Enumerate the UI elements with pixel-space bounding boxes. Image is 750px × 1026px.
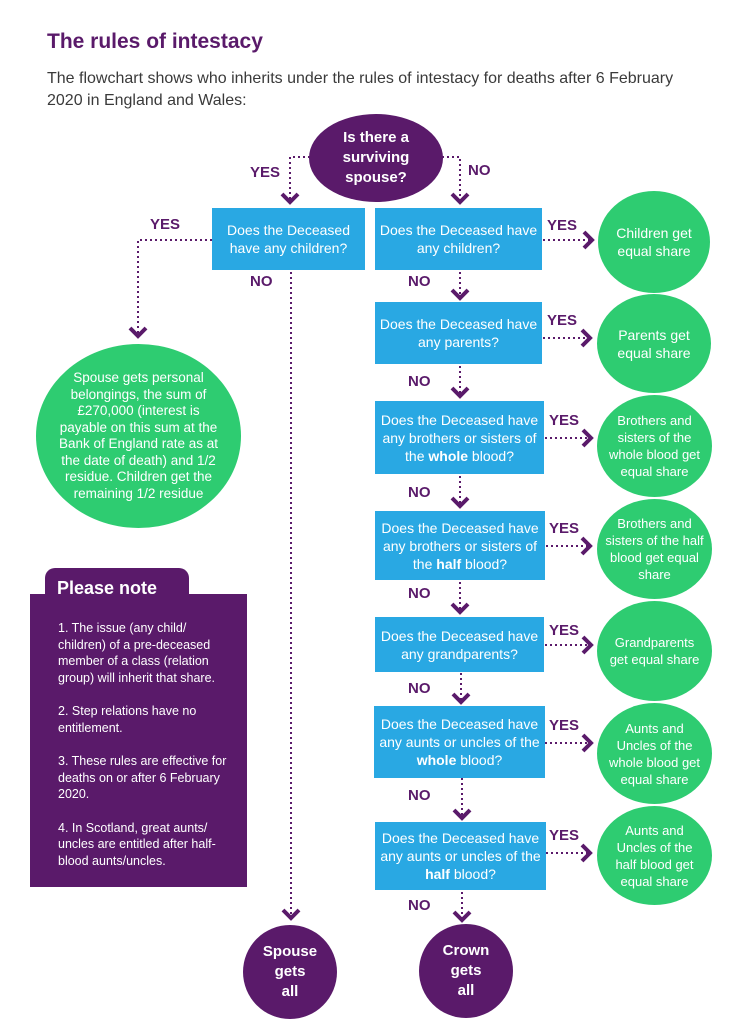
question-aunts-uncles-half: Does the Deceased have any aunts or uncl… [375,822,546,890]
label-yes-3: YES [549,520,580,537]
outcome-children: Children get equal share [598,191,710,293]
outcome-parents: Parents get equal share [597,294,711,393]
label-no-1: NO [408,373,431,390]
label-yes-0: YES [547,217,578,234]
label-yes-4: YES [549,622,580,639]
please-note-title: Please note [45,568,189,608]
intro-text: The flowchart shows who inherits under t… [47,70,674,109]
label-no-6: NO [408,897,431,914]
label-start-yes: YES [250,164,281,181]
label-yes-1: YES [547,312,578,329]
question-children: Does the Deceased have any children? [375,208,542,270]
please-note-panel: 1. The issue (any child/ children) of a … [30,594,247,887]
label-no-0: NO [408,273,431,290]
note-item: 1. The issue (any child/ children) of a … [58,621,216,685]
outcome-siblings-whole: Brothers and sisters of the whole blood … [597,395,712,497]
note-item: 2. Step relations have no entitlement. [58,704,197,735]
question-grandparents: Does the Deceased have any grandparents? [375,617,544,672]
label-no-5: NO [408,787,431,804]
connector-start-no [442,156,470,205]
label-spouse-no: NO [250,273,273,290]
label-no-4: NO [408,680,431,697]
outcome-aunts-uncles-half: Aunts and Uncles of the half blood get e… [597,806,712,905]
label-start-no: NO [468,162,491,179]
connector-start-yes [280,156,310,205]
outcome-grandparents: Grandparents get equal share [597,601,712,701]
question-siblings-half: Does the Deceased have any brothers or s… [375,511,545,580]
question-aunts-uncles-whole: Does the Deceased have any aunts or uncl… [374,706,545,778]
spouse-children-outcome: Spouse gets personal belongings, the sum… [36,344,241,528]
label-no-3: NO [408,585,431,602]
connector-spouse-yes [128,239,212,339]
question-siblings-whole: Does the Deceased have any brothers or s… [375,401,544,474]
note-item: 3. These rules are effective for deaths … [58,754,227,801]
outcome-siblings-half: Brothers and sisters of the half blood g… [597,499,712,599]
label-spouse-yes: YES [150,216,181,233]
label-no-2: NO [408,484,431,501]
label-yes-2: YES [549,412,580,429]
spouse-children-question: Does the Deceased have any children? [212,208,365,270]
label-yes-5: YES [549,717,580,734]
question-parents: Does the Deceased have any parents? [375,302,542,364]
page-title: The rules of intestacy [47,30,263,53]
note-item: 4. In Scotland, great aunts/ uncles are … [58,820,216,868]
label-yes-6: YES [549,827,580,844]
outcome-aunts-uncles-whole: Aunts and Uncles of the whole blood get … [597,703,712,804]
